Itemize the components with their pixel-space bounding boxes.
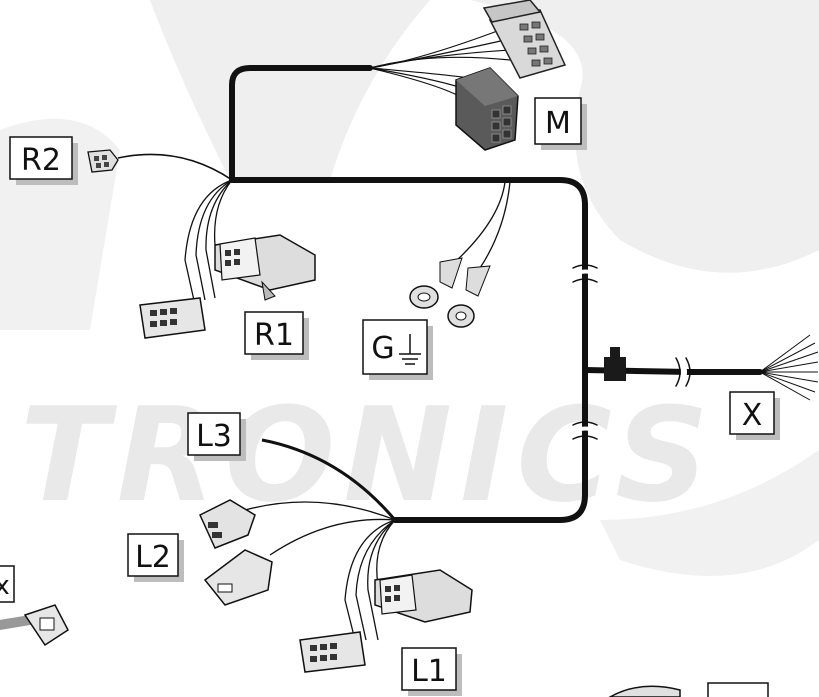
connector-m [369,0,567,151]
label-l1-text: L1 [411,654,447,689]
background-watermark: TRONICS [0,0,819,576]
label-r1-text: R1 [254,318,294,353]
connector-l1 [299,519,473,673]
connector-partial [0,604,69,647]
label-g-text: G [371,331,394,366]
label-m-text: M [545,106,571,141]
label-m: M [534,97,587,150]
wire-l3 [261,438,397,521]
label-l3: L3 [187,412,246,461]
connector-r1 [139,179,316,339]
label-partial-text: x [0,571,10,601]
label-g: G [362,319,433,380]
partial-shapes-bottom [608,682,769,697]
label-r2: R2 [9,136,78,185]
label-r2-text: R2 [21,143,61,178]
ground-eyelets [409,181,511,328]
label-l2: L2 [127,533,184,582]
label-r1: R1 [244,311,309,360]
connector-r2 [87,149,233,181]
label-l3-text: L3 [196,419,232,454]
label-x: X [729,391,780,440]
connector-l2 [199,499,396,606]
label-l2-text: L2 [135,540,171,575]
ground-symbol-icon [399,334,421,365]
connector-x [604,334,819,401]
label-l1: L1 [401,647,462,696]
watermark-text: TRONICS [20,379,717,531]
label-partial: x [0,565,15,603]
label-x-text: X [742,398,763,433]
